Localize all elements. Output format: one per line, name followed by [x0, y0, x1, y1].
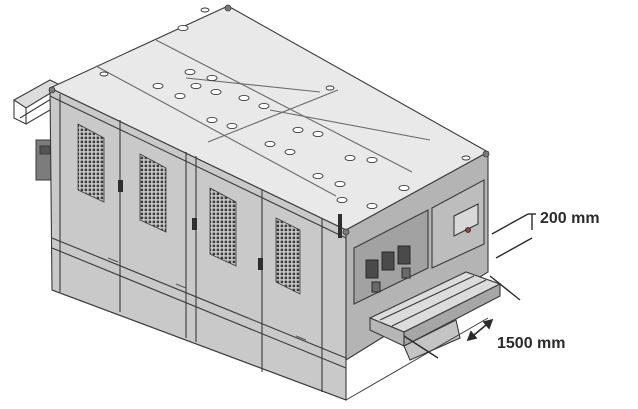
- door-latches: [118, 180, 263, 270]
- bottom-marks: [107, 257, 307, 341]
- dimension-height-marker: [491, 213, 536, 259]
- wiring-panel: [365, 245, 411, 293]
- height-dimension-label: 200 mm: [540, 210, 600, 227]
- sensor-post: [338, 214, 342, 238]
- corner-bolts: [48, 4, 490, 236]
- vent-grilles: [77, 123, 301, 295]
- tray-pointer-line: [403, 275, 521, 359]
- side-motor: [35, 139, 55, 181]
- feed-tray: [368, 271, 502, 361]
- side-handle-rail: [12, 79, 64, 125]
- dimension-width-arrow: [466, 318, 494, 342]
- base-rail: [51, 289, 489, 401]
- width-dimension-label: 1500 mm: [497, 335, 566, 352]
- control-screen: [453, 203, 479, 237]
- top-holes: [99, 7, 471, 210]
